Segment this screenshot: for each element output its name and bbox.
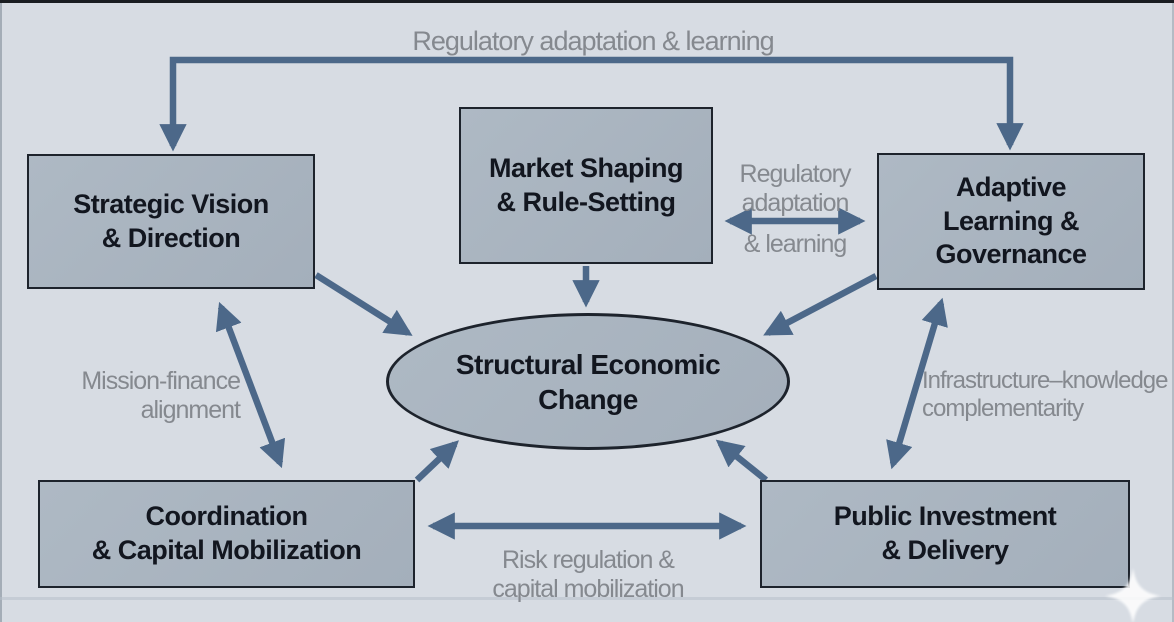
edge-label-risk-capital: Risk regulation & capital mobilization <box>492 546 684 603</box>
arrow-layer <box>159 56 1024 540</box>
arrow-vision-to-change <box>314 272 413 336</box>
arrow-infrastructure-knowledge <box>886 297 948 470</box>
node-public-investment-label: Public Investment & Delivery <box>833 501 1057 565</box>
node-market-shaping: Market Shaping & Rule-Setting <box>459 107 713 264</box>
arrow-coordination-to-change <box>414 440 459 483</box>
edge-label-infrastructure-knowledge: Infrastructure–knowledge complementarity <box>922 367 1168 422</box>
arrow-adaptive-to-change <box>763 273 878 336</box>
frame-bottom-line <box>0 597 1174 600</box>
frame-left-edge <box>0 3 2 622</box>
node-structural-change: Structural Economic Change <box>386 313 790 450</box>
node-structural-change-label: Structural Economic Change <box>455 348 721 415</box>
arrow-investment-to-change <box>715 439 769 483</box>
node-public-investment: Public Investment & Delivery <box>760 480 1130 588</box>
arrow-top-feedback <box>159 56 1024 152</box>
edge-label-regulatory-mid-top: Regulatory adaptation <box>739 160 852 217</box>
node-strategic-vision: Strategic Vision & Direction <box>27 154 315 289</box>
node-coordination-label: Coordination & Capital Mobilization <box>91 501 362 565</box>
node-coordination: Coordination & Capital Mobilization <box>38 480 415 588</box>
arrow-mission-finance <box>215 301 286 469</box>
node-adaptive-learning: Adaptive Learning & Governance <box>877 153 1145 290</box>
sparkle-icon <box>1105 568 1161 622</box>
node-strategic-vision-label: Strategic Vision & Direction <box>73 188 269 253</box>
edge-label-regulatory-top: Regulatory adaptation & learning <box>412 26 774 56</box>
edge-label-regulatory-mid-bottom: & learning <box>743 230 848 258</box>
frame-right-edge <box>1172 3 1174 622</box>
edge-label-mission-finance: Mission-finance alignment <box>81 367 241 424</box>
node-adaptive-learning-label: Adaptive Learning & Governance <box>935 171 1087 270</box>
node-market-shaping-label: Market Shaping & Rule-Setting <box>488 152 684 217</box>
